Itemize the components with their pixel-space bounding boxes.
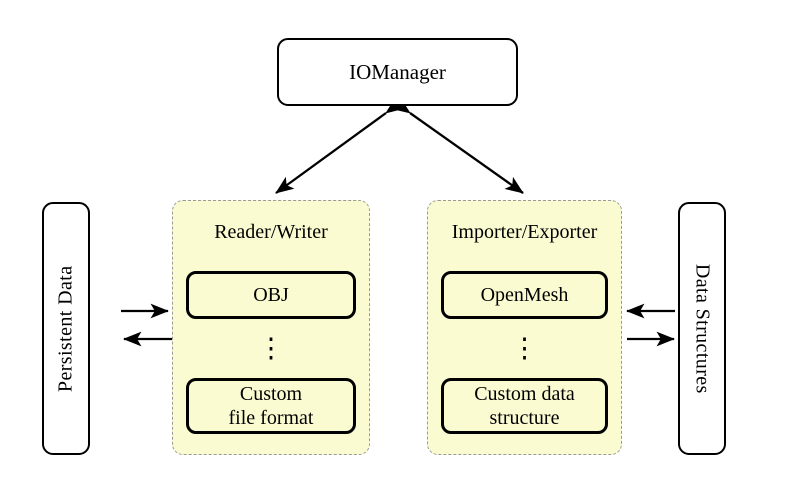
item-obj-label: OBJ [253, 283, 289, 306]
panel-importer-exporter[interactable]: Importer/Exporter OpenMesh ⋮ Custom data… [427, 200, 622, 455]
item-custom-file-format[interactable]: Custom file format [186, 378, 356, 434]
data-structures-node[interactable]: Data Structures [678, 202, 726, 455]
data-structures-label: Data Structures [691, 263, 714, 394]
panel-reader-writer-title: Reader/Writer [214, 221, 328, 243]
panel-reader-writer[interactable]: Reader/Writer OBJ ⋮ Custom file format [172, 200, 370, 455]
io-manager-node[interactable]: IOManager [277, 38, 518, 106]
importer-exporter-ellipsis-icon: ⋮ [511, 333, 538, 363]
arrow-manager-importer-exporter [391, 96, 524, 194]
item-openmesh[interactable]: OpenMesh [441, 271, 608, 319]
io-manager-label: IOManager [349, 59, 446, 84]
item-custom-data-structure[interactable]: Custom data structure [441, 378, 608, 434]
item-custom-file-format-label: Custom file format [228, 382, 314, 429]
item-obj[interactable]: OBJ [186, 271, 356, 319]
item-custom-data-structure-label: Custom data structure [474, 382, 575, 429]
arrow-manager-reader-writer [275, 96, 405, 194]
persistent-data-node[interactable]: Persistent Data [42, 202, 90, 455]
panel-importer-exporter-title: Importer/Exporter [451, 221, 598, 243]
persistent-data-label: Persistent Data [54, 265, 77, 392]
reader-writer-ellipsis-icon: ⋮ [257, 333, 285, 363]
item-openmesh-label: OpenMesh [480, 283, 569, 306]
